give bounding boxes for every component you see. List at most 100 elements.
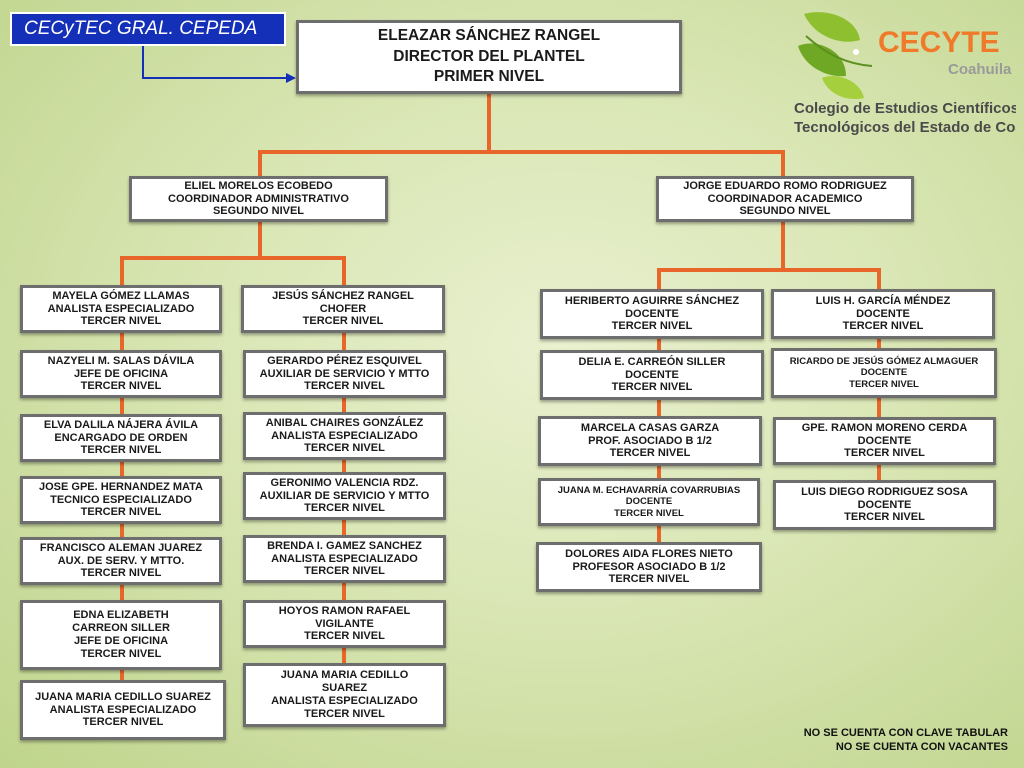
staff-name: JUANA MARIA CEDILLO: [280, 669, 409, 682]
staff-level: TERCER NIVEL: [304, 707, 385, 720]
staff-box: FRANCISCO ALEMAN JUAREZ AUX. DE SERV. Y …: [20, 537, 222, 585]
staff-name: JESÚS SÁNCHEZ RANGEL: [272, 289, 414, 302]
teacher-name: DOLORES AIDA FLORES NIETO: [565, 547, 733, 560]
teacher-level: TERCER NIVEL: [844, 447, 925, 460]
connector-line: [258, 220, 262, 258]
staff-box: HOYOS RAMON RAFAEL VIGILANTE TERCER NIVE…: [243, 600, 446, 648]
footer-notes: NO SE CUENTA CON CLAVE TABULAR NO SE CUE…: [804, 726, 1008, 755]
staff-role: VIGILANTE: [315, 617, 374, 630]
teacher-role: DOCENTE: [857, 498, 912, 511]
teacher-box: DELIA E. CARREÓN SILLER DOCENTE TERCER N…: [540, 350, 764, 400]
footer-note-tabular: NO SE CUENTA CON CLAVE TABULAR: [803, 727, 1008, 739]
staff-level: TERCER NIVEL: [304, 502, 385, 515]
teacher-level: TERCER NIVEL: [611, 320, 693, 333]
teacher-box: GPE. RAMON MORENO CERDA DOCENTE TERCER N…: [773, 417, 996, 465]
staff-box: GERARDO PÉREZ ESQUIVEL AUXILIAR DE SERVI…: [243, 350, 446, 398]
director-name: ELEAZAR SÁNCHEZ RANGEL: [377, 27, 601, 45]
footer-note-vacancies: NO SE CUENTA CON VACANTES: [835, 741, 1008, 754]
staff-box: MAYELA GÓMEZ LLAMAS ANALISTA ESPECIALIZA…: [20, 285, 222, 333]
staff-name: HOYOS RAMON RAFAEL: [278, 604, 411, 617]
teacher-box: DOLORES AIDA FLORES NIETO PROFESOR ASOCI…: [536, 542, 762, 592]
teacher-name: DELIA E. CARREÓN SILLER: [578, 355, 726, 368]
staff-level: TERCER NIVEL: [82, 716, 164, 729]
teacher-role: PROF. ASOCIADO B 1/2: [588, 434, 712, 447]
staff-level: TERCER NIVEL: [80, 506, 162, 519]
staff-name-line2: CARREON SILLER: [72, 622, 170, 635]
staff-role: AUX. DE SERV. Y MTTO.: [57, 554, 185, 567]
coordinator-name: ELIEL MORELOS ECOBEDO: [184, 179, 333, 192]
teacher-role: DOCENTE: [860, 367, 908, 379]
teacher-level: TERCER NIVEL: [611, 381, 693, 394]
staff-name: MAYELA GÓMEZ LLAMAS: [52, 289, 190, 302]
staff-box: JUANA MARIA CEDILLO SUAREZ ANALISTA ESPE…: [20, 680, 226, 740]
teacher-name: LUIS H. GARCÍA MÉNDEZ: [815, 294, 951, 307]
connector-line: [487, 94, 491, 152]
staff-name: GERARDO PÉREZ ESQUIVEL: [267, 354, 422, 367]
staff-role: TECNICO ESPECIALIZADO: [50, 493, 192, 506]
campus-title-badge: CECyTEC GRAL. CEPEDA: [10, 12, 286, 46]
staff-role: AUXILIAR DE SERVICIO Y MTTO: [259, 489, 430, 502]
teacher-name: RICARDO DE JESÚS GÓMEZ ALMAGUER: [789, 356, 979, 368]
staff-box: JESÚS SÁNCHEZ RANGEL CHOFER TERCER NIVEL: [241, 285, 445, 333]
staff-box: ELVA DALILA NÁJERA ÁVILA ENCARGADO DE OR…: [20, 414, 222, 462]
connector-line: [781, 220, 785, 270]
connector-line: [342, 256, 346, 668]
svg-text:Colegio de Estudios Científico: Colegio de Estudios Científicos y: [794, 100, 1016, 117]
coordinator-admin-box: ELIEL MORELOS ECOBEDO COORDINADOR ADMINI…: [129, 176, 388, 222]
staff-box: BRENDA I. GAMEZ SANCHEZ ANALISTA ESPECIA…: [243, 535, 446, 583]
coordinator-role: COORDINADOR ADMINISTRATIVO: [168, 192, 349, 205]
staff-level: TERCER NIVEL: [80, 315, 162, 328]
teacher-level: TERCER NIVEL: [849, 378, 919, 390]
teacher-role: DOCENTE: [625, 368, 679, 381]
coordinator-level: SEGUNDO NIVEL: [212, 205, 305, 218]
teacher-role: DOCENTE: [857, 434, 912, 447]
connector-line: [120, 256, 124, 686]
staff-level: TERCER NIVEL: [304, 380, 385, 393]
svg-text:Tecnológicos del Estado de Coa: Tecnológicos del Estado de Coahuila: [794, 119, 1016, 136]
svg-text:CECYTE: CECYTE: [878, 26, 1000, 59]
teacher-box: MARCELA CASAS GARZA PROF. ASOCIADO B 1/2…: [538, 416, 762, 466]
director-level: PRIMER NIVEL: [433, 68, 545, 86]
staff-name: BRENDA I. GAMEZ SANCHEZ: [267, 539, 422, 552]
leaf-logo-icon: CECYTE Coahuila Colegio de Estudios Cien…: [794, 12, 1024, 136]
connector-line: [258, 150, 262, 178]
staff-name-line2: SUAREZ: [321, 682, 368, 695]
teacher-name: LUIS DIEGO RODRIGUEZ SOSA: [801, 485, 968, 498]
teacher-role: DOCENTE: [625, 496, 673, 508]
staff-name: EDNA ELIZABETH: [73, 609, 169, 622]
staff-name: GERONIMO VALENCIA RDZ.: [270, 476, 419, 489]
staff-box: EDNA ELIZABETH CARREON SILLER JEFE DE OF…: [20, 600, 222, 670]
staff-box: JUANA MARIA CEDILLO SUAREZ ANALISTA ESPE…: [243, 663, 446, 727]
coordinator-name: JORGE EDUARDO ROMO RODRIGUEZ: [683, 179, 887, 192]
teacher-level: TERCER NIVEL: [844, 511, 925, 524]
staff-name: ANIBAL CHAIRES GONZÁLEZ: [265, 416, 424, 429]
staff-level: TERCER NIVEL: [302, 315, 384, 328]
staff-box: JOSE GPE. HERNANDEZ MATA TECNICO ESPECIA…: [20, 476, 222, 524]
connector-line: [781, 150, 785, 178]
staff-box: ANIBAL CHAIRES GONZÁLEZ ANALISTA ESPECIA…: [243, 412, 446, 460]
staff-name: ELVA DALILA NÁJERA ÁVILA: [43, 418, 199, 431]
coordinator-level: SEGUNDO NIVEL: [739, 205, 831, 218]
teacher-name: MARCELA CASAS GARZA: [580, 421, 720, 434]
teacher-name: JUANA M. ECHAVARRÍA COVARRUBIAS: [557, 485, 741, 497]
teacher-box: RICARDO DE JESÚS GÓMEZ ALMAGUER DOCENTE …: [771, 348, 997, 398]
staff-role: CHOFER: [319, 302, 367, 315]
staff-role: ANALISTA ESPECIALIZADO: [47, 302, 195, 315]
coordinator-academic-box: JORGE EDUARDO ROMO RODRIGUEZ COORDINADOR…: [656, 176, 914, 222]
staff-role: AUXILIAR DE SERVICIO Y MTTO: [259, 367, 430, 380]
staff-role: ENCARGADO DE ORDEN: [54, 431, 188, 444]
teacher-role: DOCENTE: [625, 307, 679, 320]
teacher-level: TERCER NIVEL: [608, 573, 690, 586]
connector-line: [120, 256, 346, 260]
coordinator-role: COORDINADOR ACADEMICO: [707, 192, 863, 205]
teacher-name: HERIBERTO AGUIRRE SÁNCHEZ: [564, 294, 740, 307]
staff-box: NAZYELI M. SALAS DÁVILA JEFE DE OFICINA …: [20, 350, 222, 398]
svg-text:Coahuila: Coahuila: [948, 61, 1012, 78]
teacher-box: JUANA M. ECHAVARRÍA COVARRUBIAS DOCENTE …: [538, 478, 760, 526]
staff-box: GERONIMO VALENCIA RDZ. AUXILIAR DE SERVI…: [243, 472, 446, 520]
teacher-box: LUIS DIEGO RODRIGUEZ SOSA DOCENTE TERCER…: [773, 480, 996, 530]
staff-name: NAZYELI M. SALAS DÁVILA: [47, 354, 195, 367]
staff-name: JUANA MARIA CEDILLO SUAREZ: [35, 690, 211, 703]
director-box: ELEAZAR SÁNCHEZ RANGEL DIRECTOR DEL PLAN…: [296, 20, 682, 94]
